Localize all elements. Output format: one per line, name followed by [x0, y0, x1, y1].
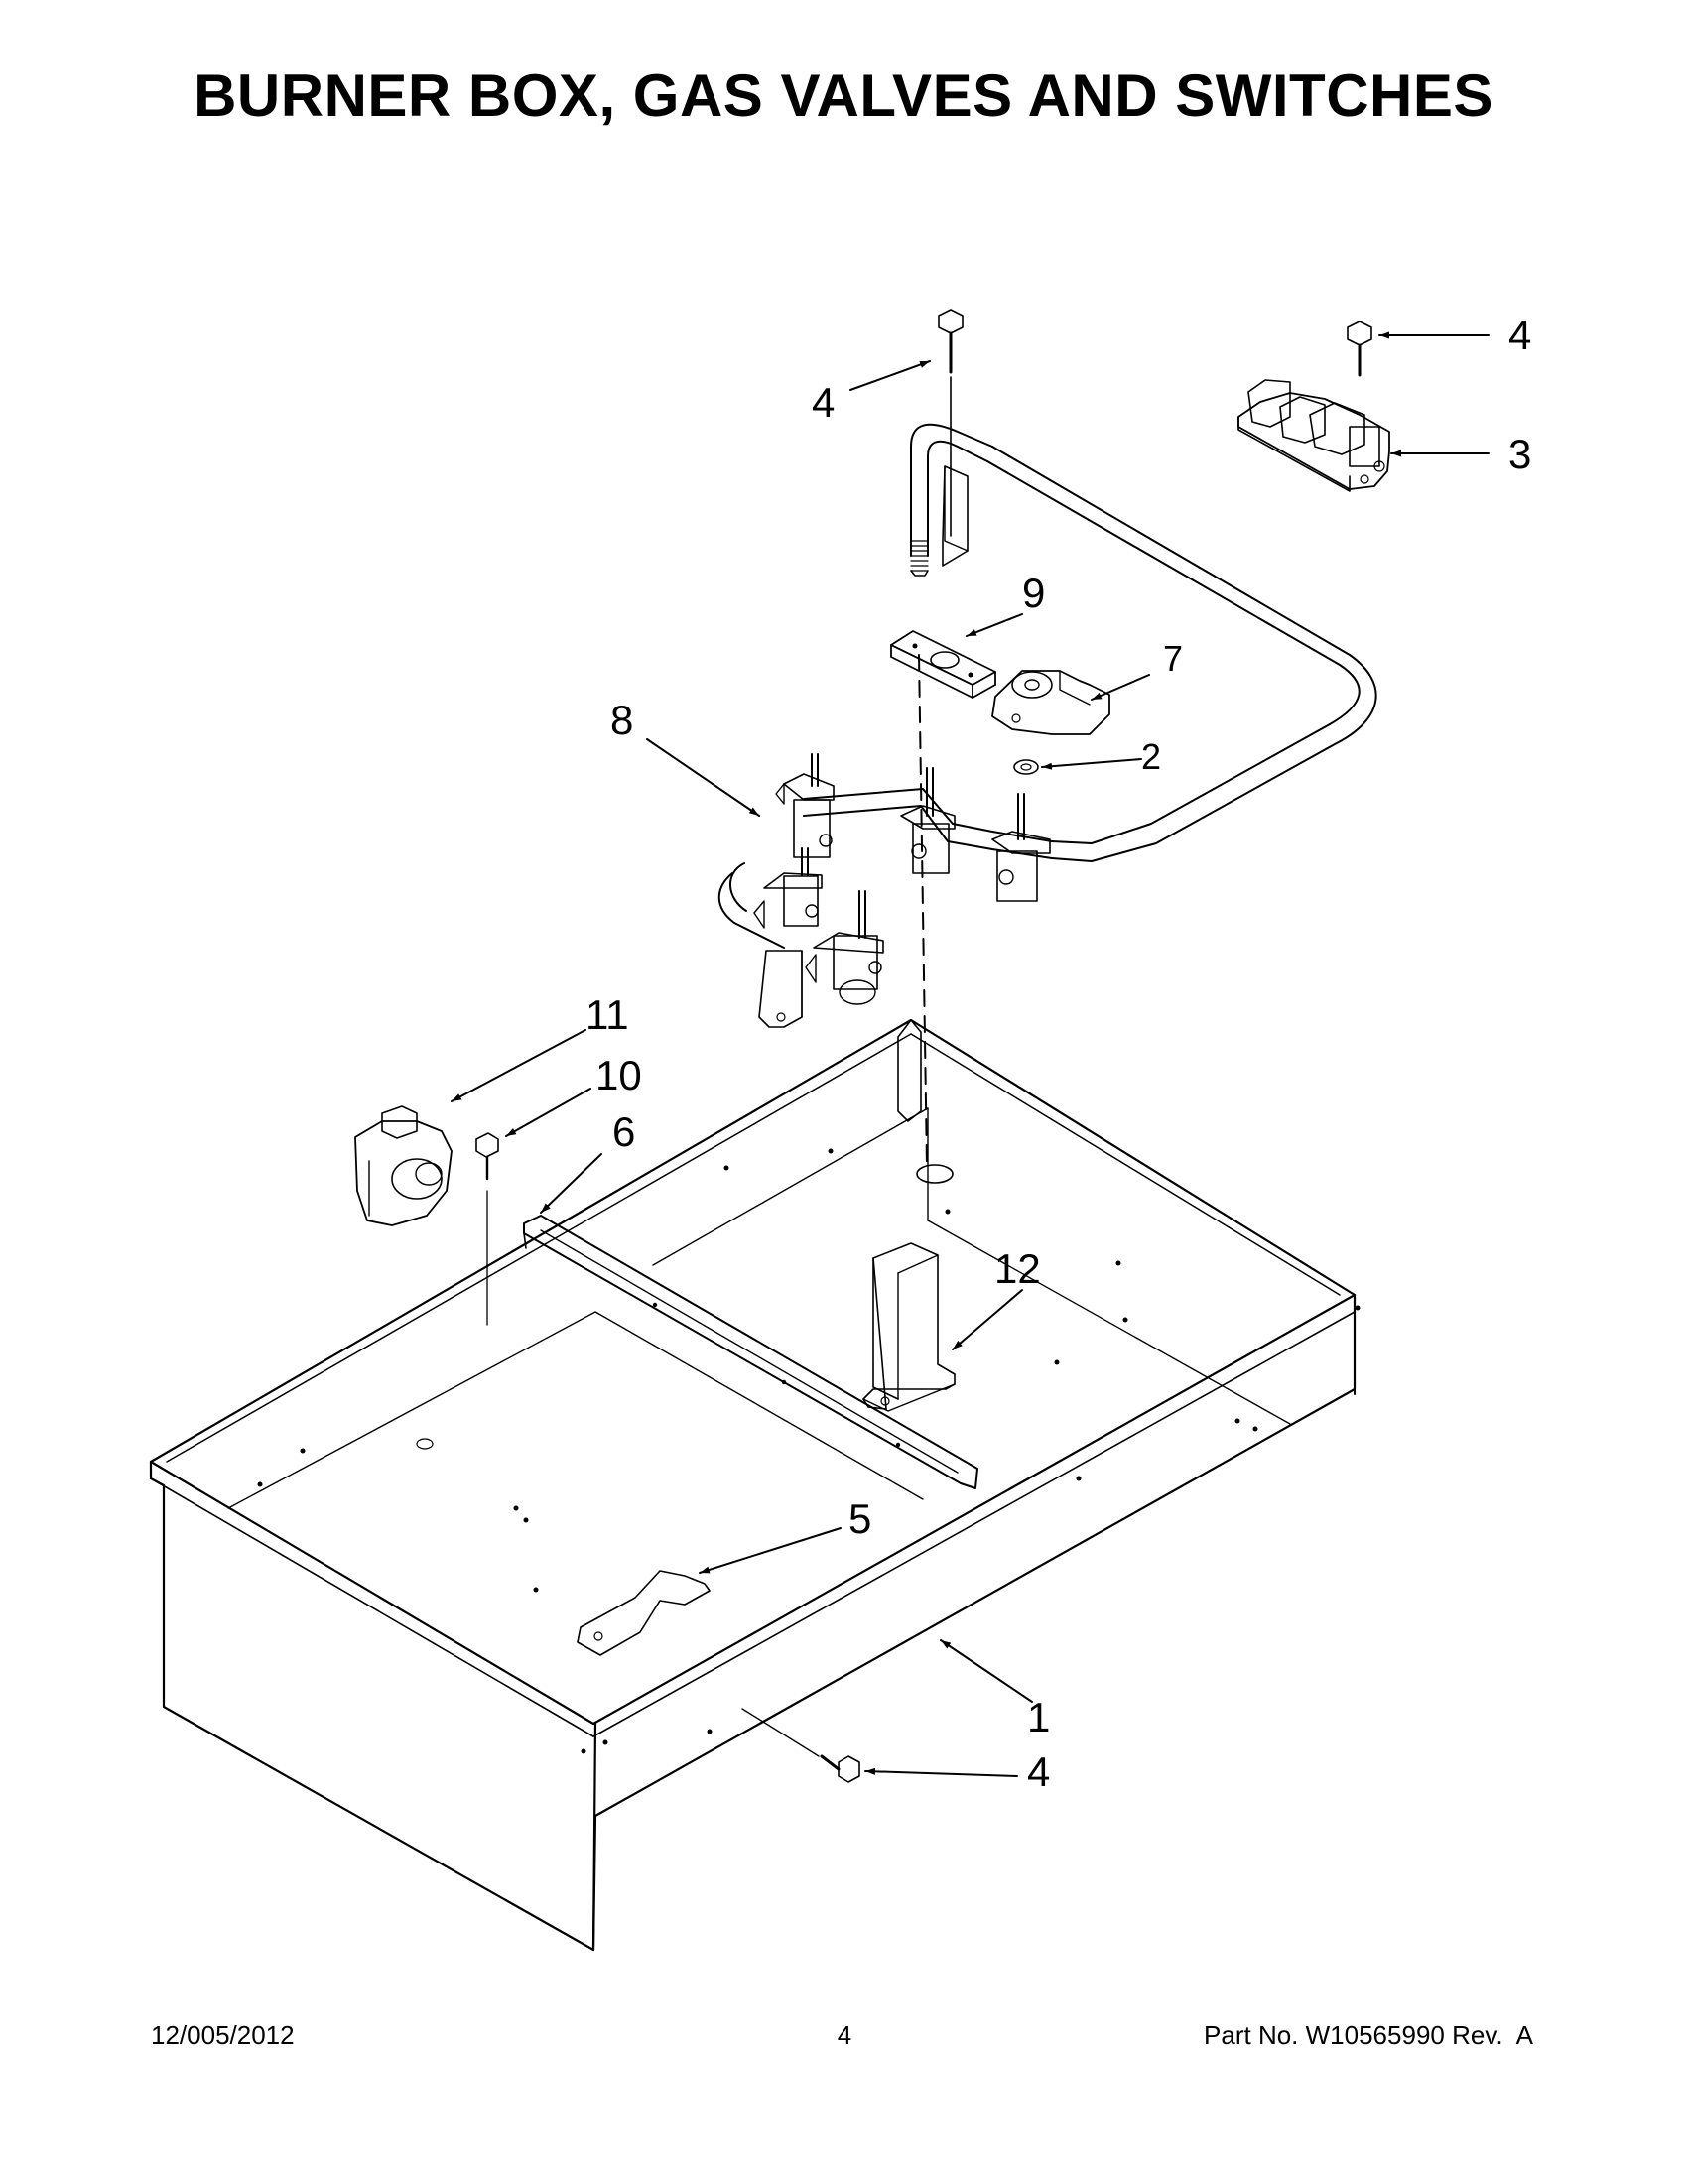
spark-module	[1237, 379, 1390, 492]
callout-3: 3	[1508, 431, 1531, 477]
callout-9: 9	[1022, 570, 1045, 616]
alignment-guide	[918, 654, 928, 1167]
spacer-plate	[890, 630, 996, 699]
screw-4-bottom	[741, 1708, 860, 1783]
valve-switch	[991, 670, 1110, 735]
revision: Rev. A	[1452, 2020, 1533, 2050]
part-number-label: Part No.	[1204, 2020, 1299, 2050]
callout-1: 1	[1027, 1694, 1050, 1740]
part-number-value: W10565990	[1305, 2020, 1445, 2050]
callout-4-bottom: 4	[1027, 1748, 1050, 1795]
page-title: BURNER BOX, GAS VALVES AND SWITCHES	[194, 63, 1493, 129]
callout-10: 10	[595, 1052, 642, 1098]
gas-valve-manifold	[717, 423, 1377, 1028]
callout-numbers: 4 4 3 9 7 2 8 11 10 6 12 5 1 4	[585, 312, 1531, 1795]
flame-bracket	[577, 1570, 711, 1656]
callout-8: 8	[610, 697, 633, 743]
divider-rail	[523, 1215, 978, 1489]
bracket	[862, 1242, 956, 1412]
callout-4-top-center: 4	[812, 379, 835, 426]
callout-7: 7	[1163, 638, 1183, 679]
screw-10	[475, 1132, 499, 1326]
washer	[1013, 759, 1039, 775]
callout-2: 2	[1141, 736, 1161, 777]
footer-date: 12/005/2012	[151, 2020, 295, 2050]
burner-box	[149, 1018, 1361, 1952]
callout-6: 6	[612, 1108, 635, 1155]
callout-12: 12	[994, 1245, 1041, 1292]
callout-4-top-right: 4	[1508, 312, 1531, 358]
callout-11: 11	[585, 991, 629, 1038]
footer-part-number: Part No. W10565990 Rev. A	[1204, 2020, 1533, 2051]
screw-4-right	[1347, 321, 1372, 377]
screw-4-top	[938, 309, 964, 374]
pressure-regulator	[354, 1105, 453, 1226]
leader-lines	[451, 331, 1490, 1777]
callout-5: 5	[848, 1495, 871, 1542]
footer-page-number: 4	[837, 2020, 852, 2050]
